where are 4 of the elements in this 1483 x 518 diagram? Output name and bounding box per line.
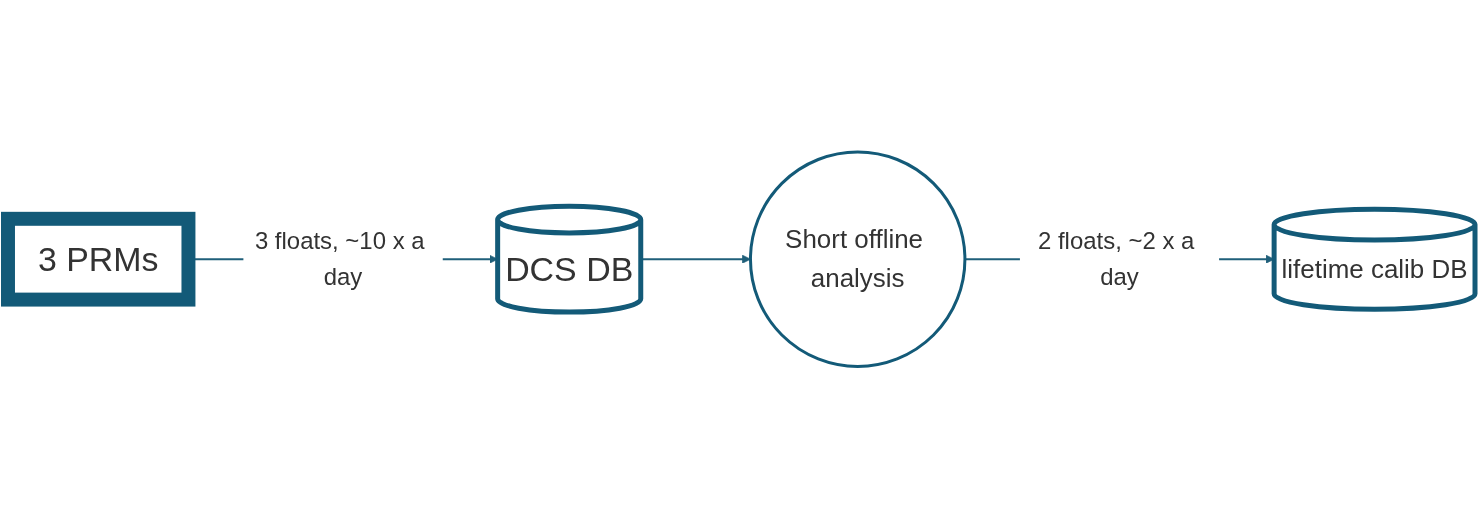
edge-label: 2 floats, ~2 x a day bbox=[1038, 227, 1195, 290]
edge-label: 3 floats, ~10 x a day bbox=[254, 227, 425, 290]
node-circle: Short offline analysis bbox=[748, 150, 967, 368]
node-box: 3 PRMs bbox=[1, 211, 196, 307]
